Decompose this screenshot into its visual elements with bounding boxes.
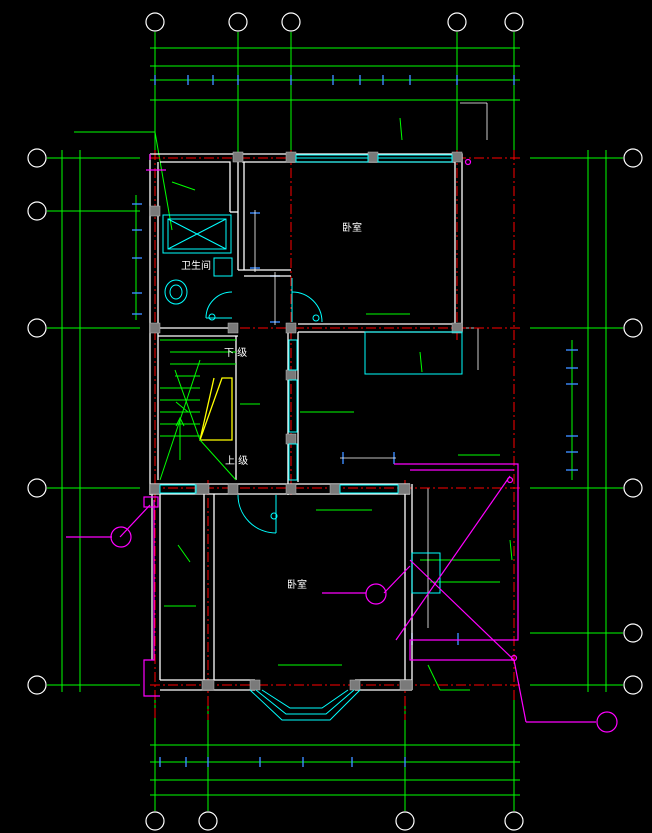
grid-bubble-icon bbox=[504, 12, 524, 32]
column-icon bbox=[451, 322, 463, 334]
column-icon bbox=[367, 151, 379, 163]
grid-bubble-icon bbox=[145, 12, 165, 32]
column-icon bbox=[451, 151, 463, 163]
grid-bubble-icon bbox=[27, 478, 47, 498]
column-icon bbox=[149, 205, 161, 217]
column-icon bbox=[399, 679, 413, 691]
column-icon bbox=[149, 483, 161, 495]
column-icon bbox=[194, 483, 210, 495]
grid-bubbles bbox=[27, 12, 643, 831]
column-icon bbox=[285, 151, 297, 163]
stair-label-down: 下 级 bbox=[224, 348, 248, 359]
grid-bubble-icon bbox=[27, 201, 47, 221]
column-icon bbox=[329, 483, 341, 495]
room-label-bedroom-bottom: 卧室 bbox=[287, 580, 307, 591]
grid-bubble-icon bbox=[198, 811, 218, 831]
room-label-bedroom-top: 卧室 bbox=[342, 223, 362, 234]
column-icon bbox=[232, 151, 244, 163]
grid-bubble-icon bbox=[623, 623, 643, 643]
columns bbox=[149, 151, 463, 691]
column-icon bbox=[349, 679, 361, 691]
column-icon bbox=[285, 369, 297, 381]
column-icon bbox=[149, 322, 161, 334]
grid-bubble-icon bbox=[623, 478, 643, 498]
room-label-bathroom: 卫生间 bbox=[181, 261, 211, 272]
grid-bubble-icon bbox=[623, 318, 643, 338]
column-icon bbox=[397, 483, 411, 495]
dimension-lines bbox=[47, 32, 623, 811]
grid-bubble-icon bbox=[27, 148, 47, 168]
grid-bubble-icon bbox=[281, 12, 301, 32]
windows-doors bbox=[159, 154, 463, 721]
grid-bubble-icon bbox=[27, 675, 47, 695]
stair-label-up: 上 级 bbox=[225, 456, 249, 467]
grid-bubble-icon bbox=[504, 811, 524, 831]
column-icon bbox=[227, 483, 239, 495]
stair-treads bbox=[159, 339, 237, 481]
column-icon bbox=[285, 322, 297, 334]
column-icon bbox=[227, 322, 239, 334]
grid-bubble-icon bbox=[447, 12, 467, 32]
grid-bubble-icon bbox=[27, 318, 47, 338]
column-icon bbox=[285, 483, 297, 495]
axis-centre-lines bbox=[150, 150, 520, 720]
annotations bbox=[66, 154, 618, 733]
grid-bubble-icon bbox=[145, 811, 165, 831]
dimension-ticks bbox=[132, 75, 578, 767]
column-icon bbox=[285, 433, 297, 445]
grid-bubble-icon bbox=[395, 811, 415, 831]
local-dimension-lines bbox=[254, 102, 488, 641]
grid-bubble-icon bbox=[228, 12, 248, 32]
column-icon bbox=[201, 679, 215, 691]
grid-bubble-icon bbox=[623, 148, 643, 168]
column-icon bbox=[249, 679, 261, 691]
grid-bubble-icon bbox=[623, 675, 643, 695]
stair bbox=[199, 377, 233, 441]
